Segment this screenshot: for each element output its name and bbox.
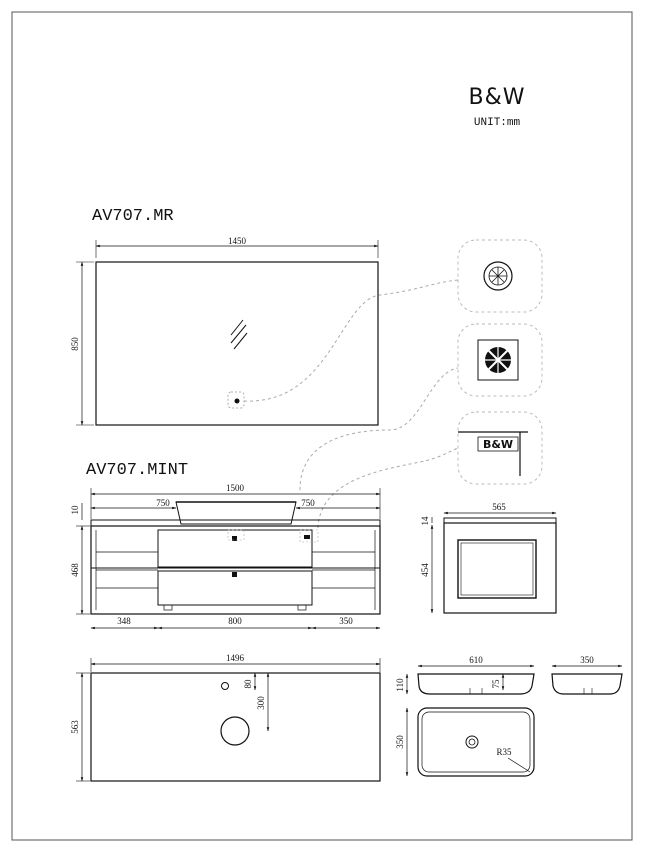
faucet-hole — [221, 682, 229, 690]
hole-offset-a-dim: 80 — [243, 679, 253, 689]
page-frame — [11, 11, 633, 841]
basin-top-drawing — [417, 707, 535, 777]
cabinet-left-offset-dim: 750 — [156, 498, 170, 508]
cabinet-right-section-dim: 350 — [339, 616, 353, 626]
grid-detail-icon — [477, 339, 519, 381]
basin-side-width-dim: 350 — [580, 655, 594, 665]
mirror-height-dim: 850 — [70, 337, 80, 351]
cabinet-right-offset-dim: 750 — [301, 498, 315, 508]
basin-top-depth-dim: 350 — [395, 735, 405, 749]
cabinet-width-dim: 1500 — [226, 483, 245, 493]
drain-detail-icon — [483, 261, 513, 291]
basin-side-drawing — [551, 673, 623, 695]
detail-callouts: B&W — [243, 239, 543, 529]
mirror-title: AV707.MR — [92, 207, 174, 226]
basin-height-dim: 110 — [395, 678, 405, 692]
cabinet-height-dim: 468 — [70, 563, 80, 577]
basin-inner-depth-dim: 75 — [491, 679, 501, 689]
side-top-dim: 14 — [420, 516, 430, 526]
side-height-dim: 454 — [420, 563, 430, 577]
cabinet-front-drawing — [90, 501, 381, 615]
basin-width-dim: 610 — [469, 655, 483, 665]
cabinet-left-section-dim: 348 — [117, 616, 131, 626]
unit-label: UNIT:mm — [474, 117, 521, 129]
hole-offset-b-dim: 300 — [256, 696, 266, 710]
mirror-drawing — [95, 261, 379, 426]
cabinet-title: AV707.MINT — [86, 461, 188, 480]
top-depth-dim: 563 — [70, 720, 80, 734]
cabinet-middle-section-dim: 800 — [228, 616, 242, 626]
top-width-dim: 1496 — [226, 653, 245, 663]
logo-detail: B&W — [483, 438, 513, 451]
drain-hole — [220, 716, 250, 746]
basin-front-drawing — [417, 673, 535, 695]
brand-logo: B&W — [468, 85, 525, 110]
basin-radius-dim: R35 — [496, 747, 512, 757]
mirror-width-dim: 1450 — [228, 236, 247, 246]
cabinet-top-dim: 10 — [70, 505, 80, 515]
side-depth-dim: 565 — [492, 502, 506, 512]
side-view-drawing — [443, 517, 557, 614]
sensor-dot — [234, 398, 240, 404]
top-view-drawing — [90, 672, 381, 782]
